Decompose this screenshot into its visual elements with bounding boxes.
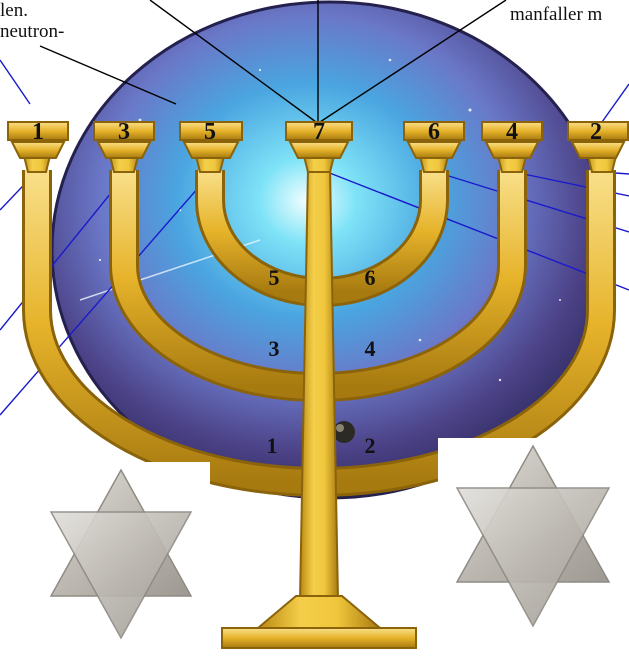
cup-label: 7	[313, 119, 325, 145]
cup-label: 1	[32, 119, 44, 145]
arm-label: 1	[267, 433, 278, 458]
arm-label: 2	[365, 433, 376, 458]
arm-label: 6	[365, 265, 376, 290]
star-of-david-right	[438, 438, 628, 632]
cup-label: 3	[118, 119, 130, 145]
cup-label: 2	[590, 119, 602, 145]
arm-label: 5	[269, 265, 280, 290]
caption-right-line-1: manfaller m	[510, 4, 602, 26]
cup-label: 5	[204, 119, 216, 145]
star-of-david-left	[32, 462, 210, 646]
arm-label: 3	[269, 336, 280, 361]
caption-left-line-1: len.	[0, 0, 28, 22]
cup-label: 6	[428, 119, 440, 145]
caption-left-line-2: neutron-	[0, 21, 64, 43]
arm-label: 4	[365, 336, 376, 361]
cup-label: 4	[506, 119, 518, 145]
